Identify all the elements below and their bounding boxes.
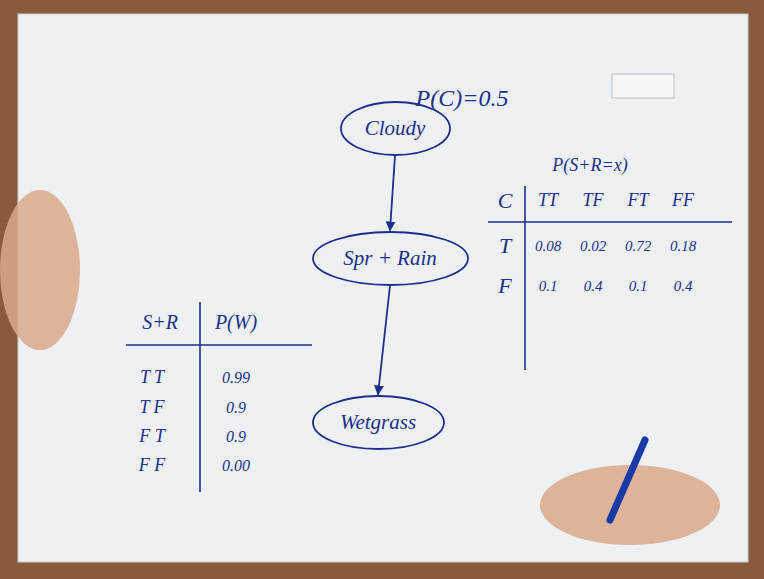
table-label: P(C)=0.5 (416, 85, 509, 111)
table-label: T (499, 234, 511, 258)
ellipse-shape (313, 232, 468, 285)
arrow-connector (390, 156, 395, 231)
sticker (612, 74, 674, 98)
node-label: Wetgrass (312, 410, 445, 435)
table-rule (126, 344, 312, 346)
table-label: T T (140, 368, 164, 388)
table-label: F T (139, 427, 165, 447)
table-label: 0.4 (674, 278, 693, 295)
table-label: F (498, 274, 511, 298)
table-label: TT (538, 191, 558, 211)
node-label: Spr + Rain (312, 246, 469, 271)
table-label: 0.9 (226, 399, 246, 417)
table-label: 0.08 (535, 238, 561, 255)
table-rule (524, 186, 526, 370)
paper-sheet (18, 14, 748, 562)
table-label: FT (627, 191, 648, 211)
hand (0, 190, 720, 545)
table-label: TF (582, 191, 603, 211)
table-label: P(S+R=x) (552, 156, 627, 176)
node-label: Cloudy (340, 116, 451, 141)
table-label: P(W) (215, 311, 257, 333)
arrow-connector (378, 286, 390, 395)
table-label: 0.99 (222, 369, 250, 387)
table-label: 0.1 (629, 278, 648, 295)
table-label: 0.00 (222, 457, 250, 475)
table-label: 0.18 (670, 238, 696, 255)
ellipse-node: Spr + Rain (312, 231, 469, 286)
table-label: 0.1 (539, 278, 558, 295)
table-label: F F (139, 456, 166, 476)
ellipse-shape (313, 396, 444, 449)
table-label: FF (672, 191, 694, 211)
ellipse-node: Wetgrass (312, 395, 445, 450)
table-rule (199, 302, 201, 492)
table-label: S+R (142, 311, 178, 333)
table-label: 0.4 (584, 278, 603, 295)
table-label: T F (139, 398, 164, 418)
pen (610, 440, 645, 520)
table-label: 0.02 (580, 238, 606, 255)
table-label: C (498, 189, 513, 213)
table-label: 0.9 (226, 428, 246, 446)
hand-shape (0, 190, 80, 350)
table-label: 0.72 (625, 238, 651, 255)
